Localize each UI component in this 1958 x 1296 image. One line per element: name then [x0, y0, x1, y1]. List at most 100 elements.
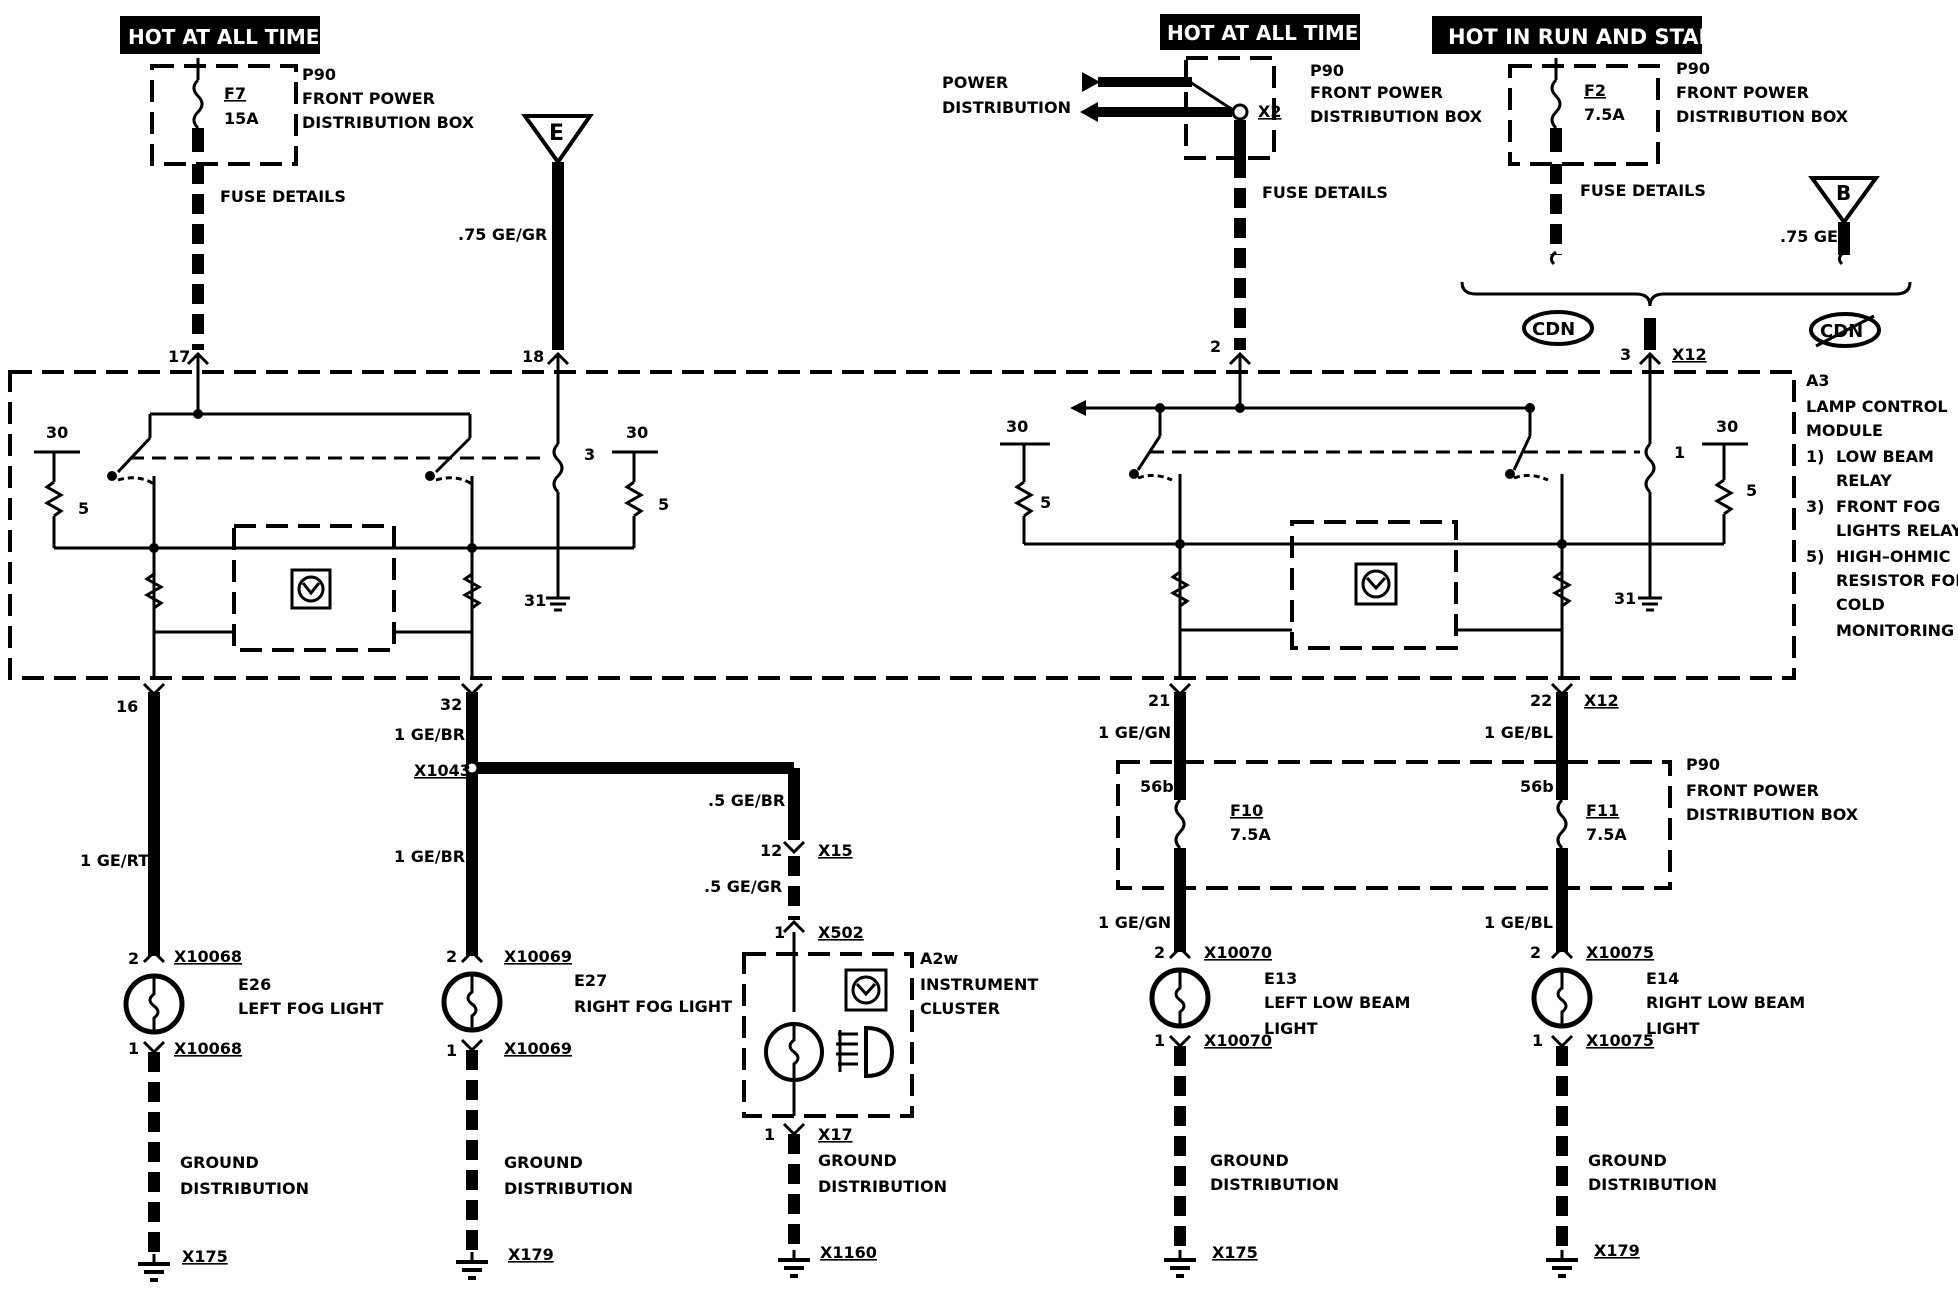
note-5-num: 5) [1806, 547, 1824, 566]
ground-l1-e: GROUND [1588, 1151, 1667, 1170]
wire-label-ge-gn-a: 1 GE/GN [1098, 723, 1171, 742]
p90-box-f10-f11 [1116, 760, 1672, 890]
fuse-f10-rating: 7.5A [1230, 825, 1271, 844]
p90-line2-3: DISTRIBUTION BOX [1676, 107, 1849, 126]
pin-5-a: 5 [78, 499, 89, 518]
note-3-l2: LIGHTS RELAY [1836, 521, 1958, 540]
note-3-l1: FRONT FOG [1836, 497, 1940, 516]
p90-code-1: P90 [302, 65, 336, 84]
e26-name: LEFT FOG LIGHT [238, 999, 383, 1018]
pin-5-c: 5 [1040, 493, 1051, 512]
cdn-badge-left: CDN [1522, 310, 1594, 346]
fuse-f7-name: F7 [224, 84, 246, 103]
p90-line1-4: FRONT POWER [1686, 781, 1819, 800]
svg-text:B: B [1836, 181, 1851, 205]
p90-line2-1: DISTRIBUTION BOX [302, 113, 475, 132]
e27-code: E27 [574, 971, 607, 990]
pin-16: 16 [116, 697, 138, 716]
fuse-f7-icon [192, 78, 204, 130]
pin-56b-a: 56b [1140, 777, 1174, 796]
a2w-l1: INSTRUMENT [920, 975, 1038, 994]
connector-x2: X2 [1258, 102, 1281, 121]
wire-label-ge-br-05: .5 GE/BR [708, 791, 785, 810]
fuse-f11-rating: 7.5A [1586, 825, 1627, 844]
connector-x17: X17 [818, 1125, 853, 1144]
p90-line2-4: DISTRIBUTION BOX [1686, 805, 1859, 824]
p90-line1-3: FRONT POWER [1676, 83, 1809, 102]
connector-x10075-a: X10075 [1586, 943, 1654, 962]
offpage-connector-e: E [521, 114, 594, 166]
svg-text:HOT AT ALL TIMES: HOT AT ALL TIMES [1167, 21, 1373, 45]
a2w-pin1-bottom: 1 [764, 1125, 775, 1144]
connector-x10070-a: X10070 [1204, 943, 1272, 962]
pin-32: 32 [440, 695, 462, 714]
fuse-f11-icon [1556, 798, 1568, 850]
wire-label-ge-gr-075: .75 GE/GR [458, 225, 547, 244]
pin-5-b: 5 [658, 495, 669, 514]
offpage-connector-b: B [1808, 176, 1880, 226]
e14-pin1: 1 [1532, 1031, 1543, 1050]
connector-x175-b: X175 [1212, 1243, 1258, 1262]
pin-22: 22 [1530, 691, 1552, 710]
wire-label-ge-bl-a: 1 GE/BL [1484, 723, 1553, 742]
banner-hot-run-start: HOT IN RUN AND START [1432, 16, 1729, 54]
wire-label-ge-075: .75 GE [1780, 227, 1838, 246]
power-distribution-arrows-icon [1080, 72, 1237, 122]
connector-x10070-b: X10070 [1204, 1031, 1272, 1050]
p90-box-f2: F2 7.5A [1508, 58, 1660, 166]
pin-2: 2 [1210, 337, 1221, 356]
fuse-f7-rating: 15A [224, 109, 259, 128]
module-code: A3 [1806, 371, 1830, 390]
ground-l2-c: DISTRIBUTION [818, 1177, 947, 1196]
ground-icon-x1160 [778, 1250, 810, 1278]
a2w-code: A2w [920, 949, 959, 968]
fuse-f10-name: F10 [1230, 801, 1263, 820]
p90-box-x2: X2 [1184, 56, 1281, 160]
power-dist-line2: DISTRIBUTION [942, 98, 1071, 117]
connector-x12-bottom: X12 [1584, 691, 1619, 710]
e14-l2: LIGHT [1646, 1019, 1700, 1038]
fuse-details-2: FUSE DETAILS [1262, 183, 1388, 202]
banner-hot-always-left: HOT AT ALL TIMES [120, 16, 334, 54]
ground-icon-x179-b [1546, 1250, 1578, 1278]
power-dist-line1: POWER [942, 73, 1008, 92]
fuse-details-3: FUSE DETAILS [1580, 181, 1706, 200]
connector-x15: X15 [818, 841, 853, 860]
a2w-l2: CLUSTER [920, 999, 1000, 1018]
e26-pin1: 1 [128, 1039, 139, 1058]
svg-text:HOT IN RUN AND START: HOT IN RUN AND START [1448, 25, 1729, 49]
e26-code: E26 [238, 975, 271, 994]
pin-1-coil: 1 [1674, 443, 1685, 462]
ground-l2-b: DISTRIBUTION [504, 1179, 633, 1198]
pin-30-d: 30 [1716, 417, 1738, 436]
pin-18: 18 [522, 347, 544, 366]
p90-code-2: P90 [1310, 61, 1344, 80]
connector-x175-a: X175 [182, 1247, 228, 1266]
wire-label-ge-br-a: 1 GE/BR [394, 725, 465, 744]
pin-3-coil: 3 [584, 445, 595, 464]
lamp-control-module-box [8, 370, 1796, 680]
ground-l1-c: GROUND [818, 1151, 897, 1170]
e13-code: E13 [1264, 969, 1297, 988]
connector-x10069-a: X10069 [504, 947, 572, 966]
module-line1: LAMP CONTROL [1806, 397, 1948, 416]
pin-30-c: 30 [1006, 417, 1028, 436]
p90-line1-2: FRONT POWER [1310, 83, 1443, 102]
note-1-num: 1) [1806, 447, 1824, 466]
wire-label-ge-bl-b: 1 GE/BL [1484, 913, 1553, 932]
ground-l2-d: DISTRIBUTION [1210, 1175, 1339, 1194]
pin-5-d: 5 [1746, 481, 1757, 500]
e13-l2: LIGHT [1264, 1019, 1318, 1038]
pin-12: 12 [760, 841, 782, 860]
ground-l2-e: DISTRIBUTION [1588, 1175, 1717, 1194]
e13-pin2: 2 [1154, 943, 1165, 962]
ground-icon-x175-a [138, 1254, 170, 1282]
left-low-beam-bulb-icon [1149, 967, 1211, 1029]
e26-pin2: 2 [128, 949, 139, 968]
p90-code-4: P90 [1686, 755, 1720, 774]
connector-x10075-b: X10075 [1586, 1031, 1654, 1050]
low-beam-relay: 1 31 30 5 30 5 [1000, 400, 1757, 676]
e13-l1: LEFT LOW BEAM [1264, 993, 1410, 1012]
fuse-f11-name: F11 [1586, 801, 1619, 820]
